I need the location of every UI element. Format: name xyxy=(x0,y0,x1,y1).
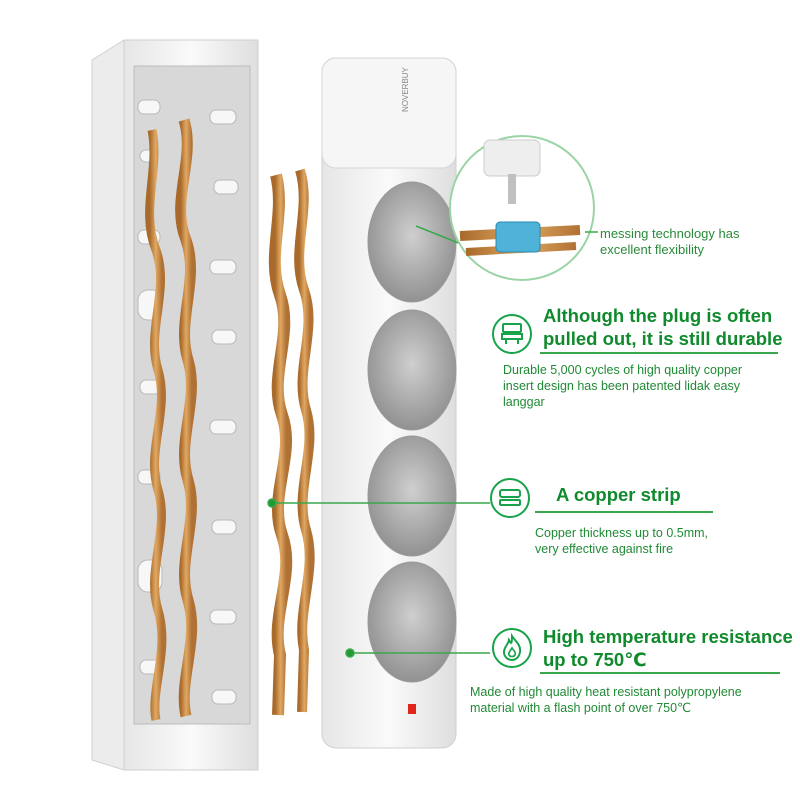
socket-outlets xyxy=(367,181,457,683)
copper-strip-icon xyxy=(490,478,530,518)
feature-desc-line: Made of high quality heat resistant poly… xyxy=(470,685,742,699)
feature-copper-strip: A copper strip xyxy=(556,483,776,506)
feature-desc-line: Copper thickness up to 0.5mm, xyxy=(535,526,708,540)
brand-mark: NOVERBUY xyxy=(401,66,410,112)
divider xyxy=(535,511,713,513)
power-indicator-light xyxy=(408,704,416,714)
copper-strips xyxy=(268,168,315,716)
feature-desc-line: insert design has been patented lidak ea… xyxy=(503,379,740,393)
feature-desc-line: material with a flash point of over 750℃ xyxy=(470,701,692,715)
feature-heat-resistance-description: Made of high quality heat resistant poly… xyxy=(470,684,795,716)
divider xyxy=(540,672,780,674)
flame-icon xyxy=(492,628,532,668)
feature-title: pulled out, it is still durable xyxy=(543,328,783,349)
zoom-detail xyxy=(415,135,598,281)
plug-socket-icon xyxy=(492,314,532,354)
zoom-caption: messing technology has excellent flexibi… xyxy=(600,226,740,257)
assembled-power-strip: NOVERBUY xyxy=(321,57,457,749)
feature-copper-strip-description: Copper thickness up to 0.5mm, very effec… xyxy=(535,525,785,557)
divider xyxy=(540,352,778,354)
feature-durable-description: Durable 5,000 cycles of high quality cop… xyxy=(503,362,793,410)
feature-title: up to 750℃ xyxy=(543,649,647,670)
feature-title: Although the plug is often xyxy=(543,305,773,326)
feature-durable: Although the plug is often pulled out, i… xyxy=(543,304,793,350)
feature-desc-line: langgar xyxy=(503,395,545,409)
feature-heat-resistance: High temperature resistance up to 750℃ xyxy=(543,625,793,671)
callout-lines xyxy=(267,498,490,658)
feature-desc-line: very effective against fire xyxy=(535,542,674,556)
feature-title: A copper strip xyxy=(556,484,681,505)
feature-title: High temperature resistance xyxy=(543,626,793,647)
feature-desc-line: Durable 5,000 cycles of high quality cop… xyxy=(503,363,743,377)
open-housing xyxy=(91,39,259,771)
